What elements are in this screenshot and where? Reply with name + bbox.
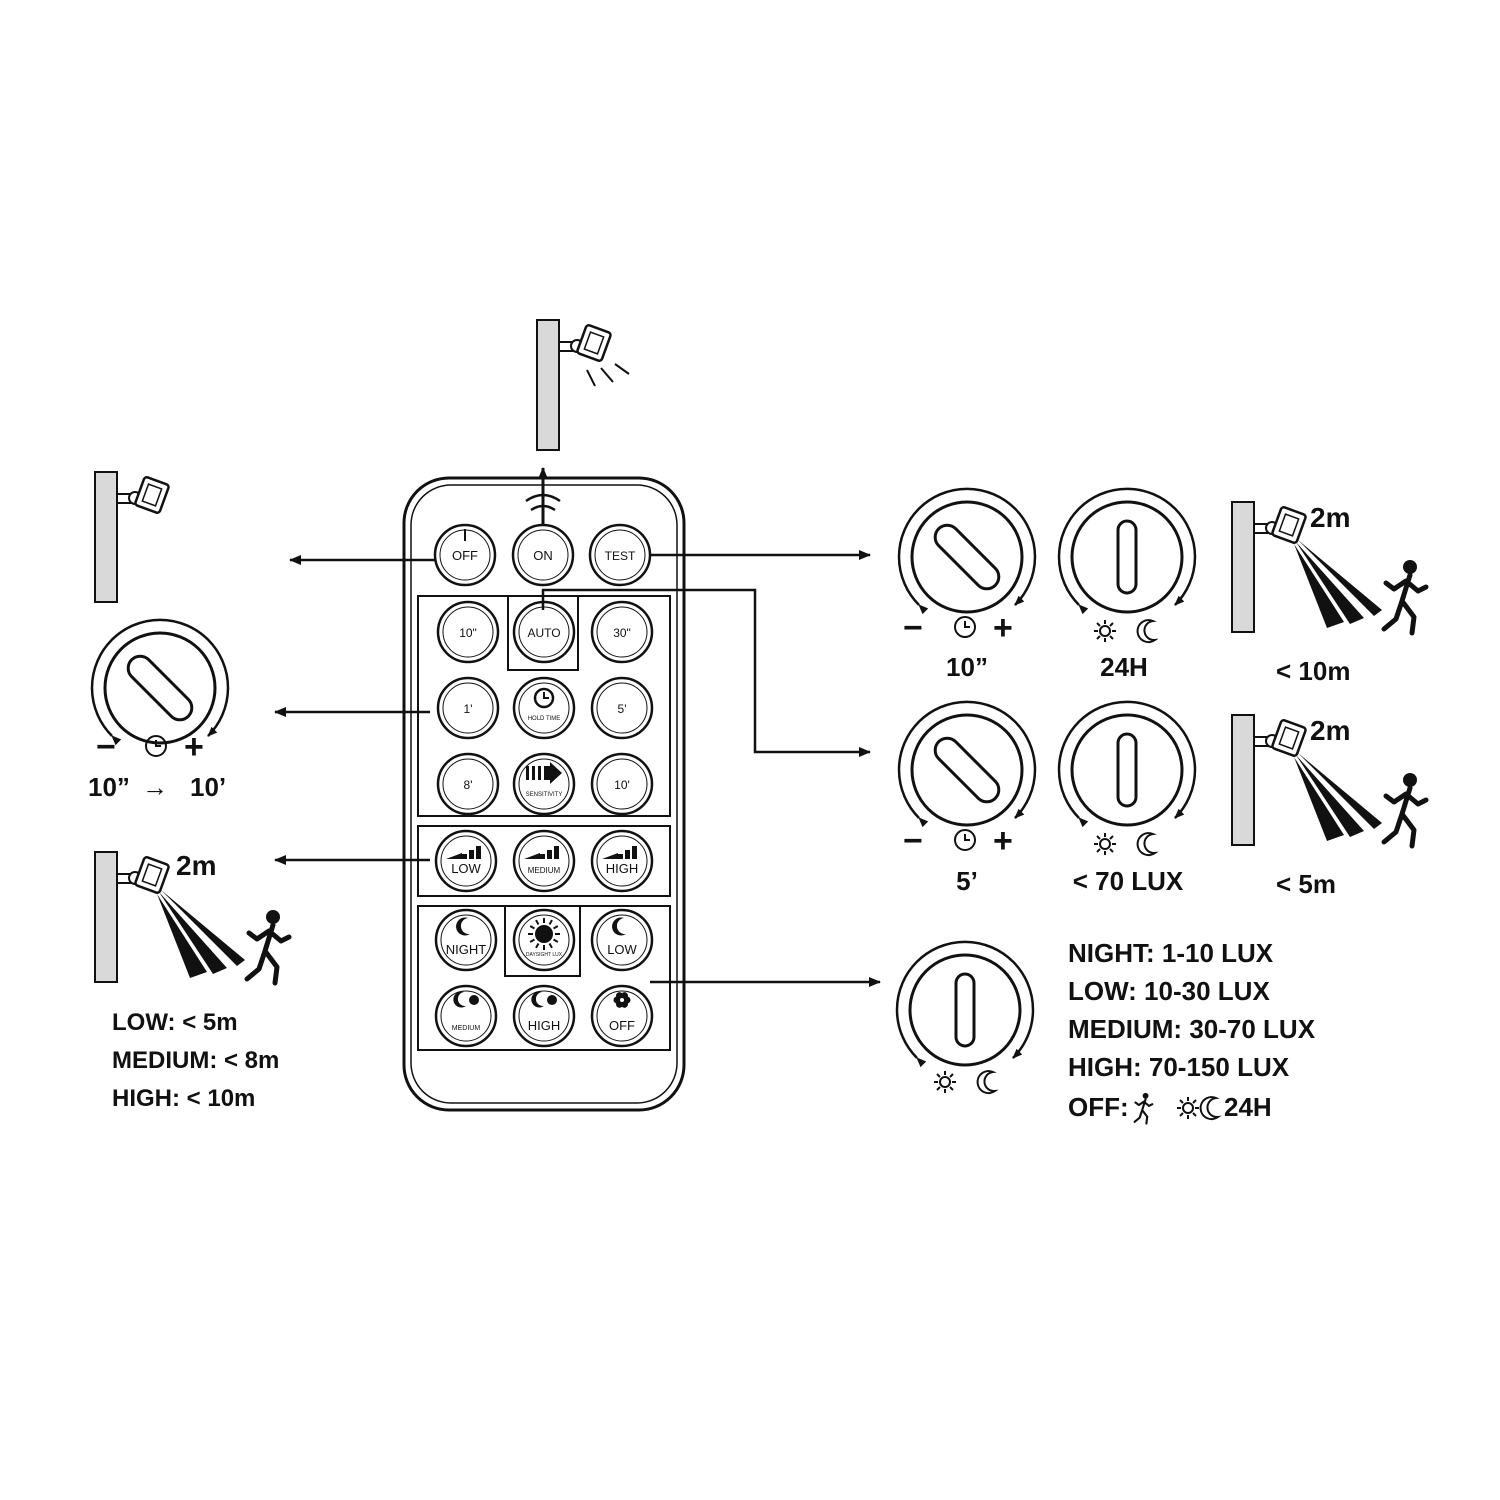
test-lux-dial	[1059, 489, 1195, 644]
on-label: ON	[533, 548, 553, 563]
low-button[interactable]: LOW	[434, 829, 498, 893]
sensitivity-button[interactable]: SENSITIVITY	[512, 752, 576, 816]
svg-text:+: +	[184, 728, 204, 766]
auto-time-dial: − +	[899, 702, 1035, 860]
off-button[interactable]: OFF	[433, 523, 497, 587]
lux-off-text: OFF:	[1068, 1092, 1129, 1122]
lux-low-text: LOW: 10-30 LUX	[1068, 976, 1270, 1006]
10m-button[interactable]: 10'	[590, 752, 654, 816]
time-range-to: 10’	[190, 772, 226, 802]
test-distance-bottom: < 10m	[1276, 656, 1350, 686]
daylight-lux-button[interactable]: DAYSIGHT LUX	[512, 908, 576, 972]
high-label: HIGH	[606, 861, 639, 876]
test-button[interactable]: TEST	[588, 523, 652, 587]
test-lux-value: 24H	[1100, 652, 1148, 682]
1m-label: 1'	[464, 702, 473, 716]
svg-text:+: +	[993, 609, 1013, 647]
8m-label: 8'	[464, 778, 473, 792]
high-lux-label: HIGH	[528, 1018, 561, 1033]
auto-distance-top: 2m	[1310, 715, 1350, 746]
test-label: TEST	[605, 549, 636, 563]
10s-button[interactable]: 10"	[436, 600, 500, 664]
medium-label: MEDIUM	[528, 866, 561, 875]
low-lux-button[interactable]: LOW	[590, 908, 654, 972]
1m-button[interactable]: 1'	[436, 676, 500, 740]
lux-dial	[897, 942, 1033, 1095]
sensitivity-high-text: HIGH: < 10m	[112, 1085, 255, 1112]
8m-button[interactable]: 8'	[436, 752, 500, 816]
off-lux-button[interactable]: OFF	[590, 984, 654, 1048]
sensitivity-label: SENSITIVITY	[526, 792, 563, 798]
lux-off-24h: 24H	[1224, 1092, 1272, 1122]
auto-button[interactable]: AUTO	[512, 600, 576, 664]
sensitivity-medium-text: MEDIUM: < 8m	[112, 1047, 279, 1074]
test-time-value: 10”	[946, 652, 988, 682]
30s-label: 30"	[613, 626, 631, 640]
5m-button[interactable]: 5'	[590, 676, 654, 740]
sensitivity-low-text: LOW: < 5m	[112, 1009, 238, 1036]
lux-night-text: NIGHT: 1-10 LUX	[1068, 938, 1274, 968]
30s-button[interactable]: 30"	[590, 600, 654, 664]
10s-label: 10"	[459, 626, 477, 640]
svg-text:−: −	[903, 609, 923, 647]
auto-lux-value: < 70 LUX	[1073, 866, 1184, 896]
ir-emitter-icon	[525, 467, 561, 533]
test-distance-top: 2m	[1310, 502, 1350, 533]
off-label: OFF	[452, 548, 478, 563]
runner-icon	[1133, 1091, 1154, 1125]
auto-distance-bottom: < 5m	[1276, 869, 1336, 899]
5m-label: 5'	[618, 702, 627, 716]
high-lux-button[interactable]: HIGH	[512, 984, 576, 1048]
low-lux-label: LOW	[607, 942, 637, 957]
svg-text:+: +	[993, 822, 1013, 860]
moon-icon	[1199, 1096, 1219, 1121]
on-button[interactable]: ON	[511, 523, 575, 587]
svg-text:−: −	[903, 822, 923, 860]
high-button[interactable]: HIGH	[590, 829, 654, 893]
sun-icon	[1176, 1096, 1200, 1120]
medium-lux-label: MEDIUM	[452, 1025, 481, 1032]
auto-arrow	[541, 588, 871, 757]
remote-control: OFF ON TEST 10" AUTO 30" 1' HOLD TIME 5' 8' SENSI…	[402, 467, 686, 1112]
svg-text:−: −	[96, 728, 116, 766]
lamp-off-illustration	[93, 470, 171, 604]
time-range-from: 10”	[88, 772, 130, 802]
lamp-on-illustration	[535, 318, 630, 452]
10m-label: 10'	[614, 778, 630, 792]
daylight-lux-label: DAYSIGHT LUX	[526, 952, 563, 958]
hold-time-button[interactable]: HOLD TIME	[512, 676, 576, 740]
hold-time-dial-left: − +	[92, 620, 228, 766]
lux-medium-text: MEDIUM: 30-70 LUX	[1068, 1014, 1316, 1044]
auto-label: AUTO	[527, 626, 560, 640]
lux-group-box	[417, 905, 671, 1051]
time-range-arrow: →	[142, 772, 168, 802]
medium-lux-button[interactable]: MEDIUM	[434, 984, 498, 1048]
medium-button[interactable]: MEDIUM	[512, 829, 576, 893]
test-time-dial: − +	[899, 489, 1035, 647]
night-label: NIGHT	[446, 942, 487, 957]
hold-time-label: HOLD TIME	[528, 716, 561, 722]
auto-lux-dial	[1059, 702, 1195, 857]
sensor-distance-left: 2m	[176, 850, 216, 881]
auto-time-value: 5’	[956, 866, 978, 896]
night-button[interactable]: NIGHT	[434, 908, 498, 972]
lux-high-text: HIGH: 70-150 LUX	[1068, 1052, 1290, 1082]
low-label: LOW	[451, 861, 481, 876]
off-lux-label: OFF	[609, 1018, 635, 1033]
